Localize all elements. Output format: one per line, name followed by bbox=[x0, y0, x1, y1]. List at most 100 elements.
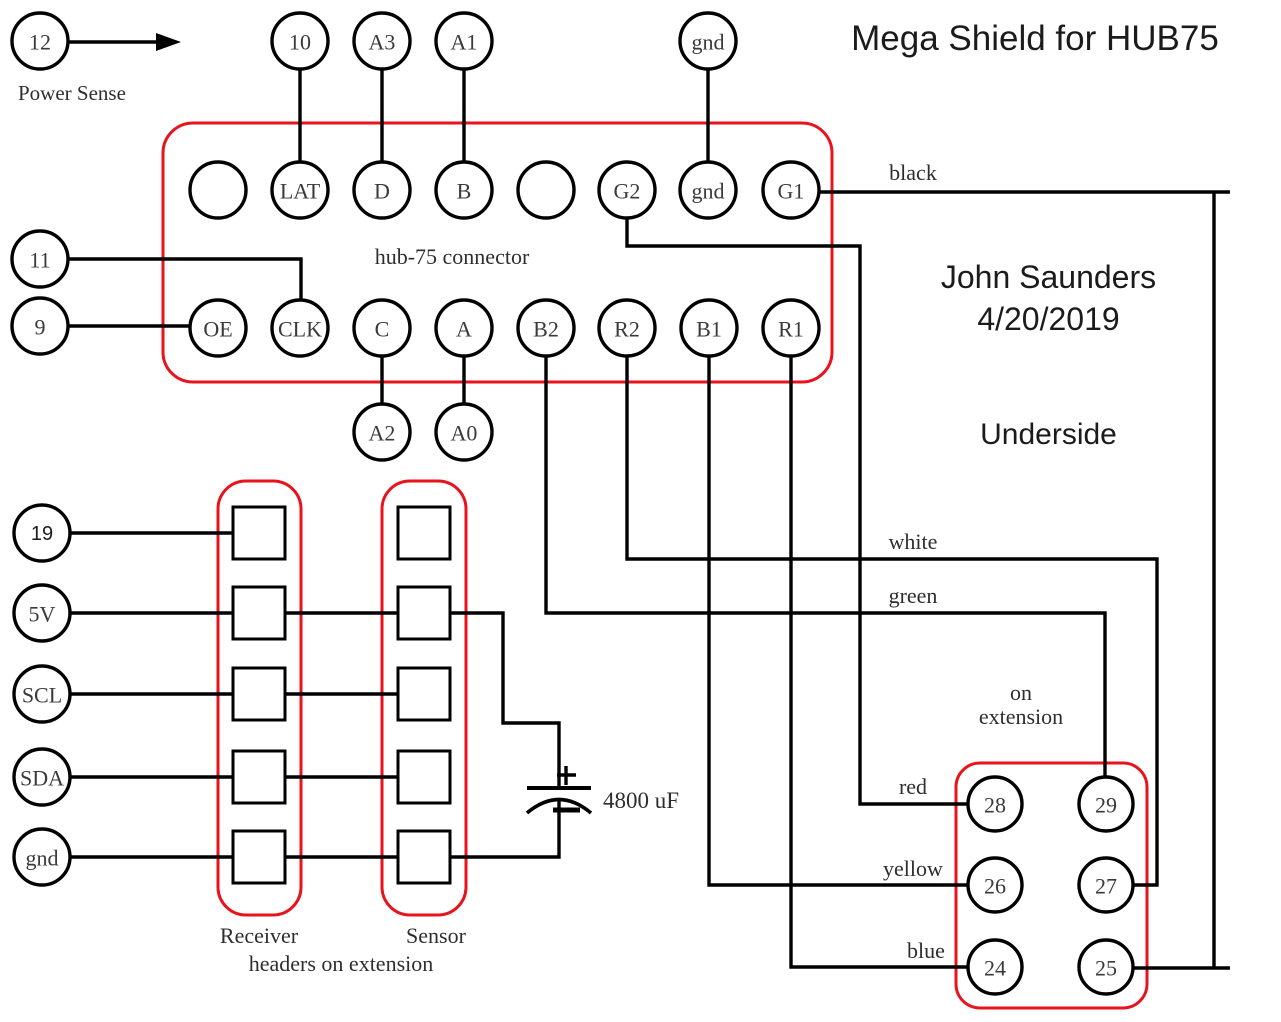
wire-label-black: black bbox=[889, 160, 937, 185]
pin-b1-label: B1 bbox=[696, 317, 722, 342]
pin-gnd-io bbox=[12, 827, 72, 887]
pin-gnd-top-label: gnd bbox=[692, 30, 725, 55]
pin-c-label: C bbox=[375, 317, 390, 342]
sensor-pad-4 bbox=[396, 749, 452, 805]
wire-label-yellow: yellow bbox=[883, 856, 943, 881]
wire-5v-capacitor bbox=[450, 611, 561, 789]
on-extension-line2: extension bbox=[978, 704, 1064, 730]
pin-gnd-io-label: gnd bbox=[26, 846, 59, 871]
pin-sda-label: SDA bbox=[20, 766, 64, 791]
wire-yellow-b1-26 bbox=[707, 356, 968, 887]
receiver-pad-1 bbox=[231, 505, 287, 561]
pin-d-label: D bbox=[374, 179, 390, 204]
pin-a1-label: A1 bbox=[451, 30, 478, 55]
wire-label-green: green bbox=[888, 583, 938, 608]
pin-b1 bbox=[679, 298, 739, 358]
pin-25-label: 25 bbox=[1095, 956, 1117, 981]
pin-19 bbox=[12, 503, 72, 563]
pin-a2 bbox=[352, 402, 412, 462]
pin-26 bbox=[966, 856, 1024, 914]
pin-27 bbox=[1077, 856, 1135, 914]
pin-b-label: B bbox=[457, 179, 472, 204]
pin-a-label: A bbox=[456, 317, 472, 342]
pin-29-label: 29 bbox=[1095, 793, 1117, 818]
pin-sda bbox=[12, 747, 72, 807]
pin-28 bbox=[966, 775, 1024, 833]
pin-a0 bbox=[434, 402, 494, 462]
wire-label-white: white bbox=[888, 529, 938, 554]
pin-12-label: 12 bbox=[29, 30, 51, 55]
pin-gnd-hub-label: gnd bbox=[692, 179, 725, 204]
pin-lat bbox=[270, 160, 330, 220]
page-title: Mega Shield for HUB75 bbox=[851, 19, 1219, 58]
wire-gnd-capacitor bbox=[450, 800, 561, 859]
pin-29 bbox=[1077, 775, 1135, 833]
pin-10-label: 10 bbox=[289, 30, 311, 55]
on-extension-label: on extension bbox=[950, 680, 1092, 730]
hub75-connector-outline bbox=[161, 121, 834, 384]
pin-g1 bbox=[761, 160, 821, 220]
pin-r2-label: R2 bbox=[614, 317, 640, 342]
pin-gnd-hub bbox=[678, 160, 738, 220]
pin-gnd-top bbox=[678, 11, 738, 71]
pin-11 bbox=[10, 229, 70, 289]
power-sense-arrow-head bbox=[156, 33, 181, 51]
author-name: John Saunders bbox=[940, 259, 1157, 295]
pin-27-label: 27 bbox=[1095, 874, 1117, 899]
sensor-header-outline bbox=[380, 479, 468, 917]
pin-9-label: 9 bbox=[35, 315, 46, 340]
pin-19-label: 19 bbox=[31, 523, 53, 545]
receiver-header-outline bbox=[216, 479, 303, 917]
pin-g1-label: G1 bbox=[778, 179, 805, 204]
sensor-caption: Sensor bbox=[406, 923, 466, 948]
pin-g2-label: G2 bbox=[614, 179, 641, 204]
pin-a bbox=[434, 298, 494, 358]
pin-28-label: 28 bbox=[984, 793, 1006, 818]
wire-label-red: red bbox=[898, 774, 928, 799]
receiver-caption: Receiver bbox=[219, 923, 299, 948]
capacitor-4800uf-arc bbox=[525, 797, 593, 815]
receiver-pad-5 bbox=[231, 829, 287, 885]
sensor-pad-3 bbox=[396, 666, 452, 722]
pin-clk bbox=[270, 298, 330, 358]
author-date: 4/20/2019 bbox=[977, 301, 1120, 337]
pin-scl-label: SCL bbox=[22, 683, 62, 708]
wire-green-b2-29 bbox=[544, 356, 1107, 777]
wire-red-g2-28 bbox=[625, 218, 968, 806]
hub75-connector-label: hub-75 connector bbox=[374, 244, 530, 269]
pin-9 bbox=[10, 296, 70, 356]
pin-blank-1 bbox=[188, 160, 248, 220]
receiver-pad-4 bbox=[231, 749, 287, 805]
pin-r2 bbox=[597, 298, 657, 358]
pin-d bbox=[352, 160, 412, 220]
wire-white-r2-27 bbox=[625, 356, 1159, 887]
pin-a2-label: A2 bbox=[369, 421, 396, 446]
pin-12 bbox=[10, 11, 70, 71]
pin-11-label: 11 bbox=[29, 248, 50, 273]
pin-a3 bbox=[352, 11, 412, 71]
pin-clk-label: CLK bbox=[278, 317, 322, 342]
headers-caption: headers on extension bbox=[248, 951, 434, 976]
receiver-pad-3 bbox=[231, 666, 287, 722]
sensor-pad-2 bbox=[396, 585, 452, 641]
pin-5v-label: 5V bbox=[29, 602, 56, 627]
wire-blue-r1-24 bbox=[789, 356, 968, 969]
pin-lat-label: LAT bbox=[280, 179, 321, 204]
pin-5v bbox=[12, 583, 72, 643]
pin-r1 bbox=[761, 298, 821, 358]
sensor-pad-1 bbox=[396, 505, 452, 561]
pin-g2 bbox=[597, 160, 657, 220]
pin-a3-label: A3 bbox=[369, 30, 396, 55]
wire-label-blue: blue bbox=[907, 938, 945, 963]
pin-24-label: 24 bbox=[984, 956, 1006, 981]
pin-c bbox=[352, 298, 412, 358]
pin-r1-label: R1 bbox=[778, 317, 804, 342]
pin-25 bbox=[1077, 938, 1135, 996]
receiver-pad-2 bbox=[231, 585, 287, 641]
underside-label: Underside bbox=[980, 418, 1117, 451]
pin-26-label: 26 bbox=[984, 874, 1006, 899]
wire-11-clk bbox=[68, 257, 303, 300]
pin-b2 bbox=[516, 298, 576, 358]
pin-scl bbox=[12, 664, 72, 724]
